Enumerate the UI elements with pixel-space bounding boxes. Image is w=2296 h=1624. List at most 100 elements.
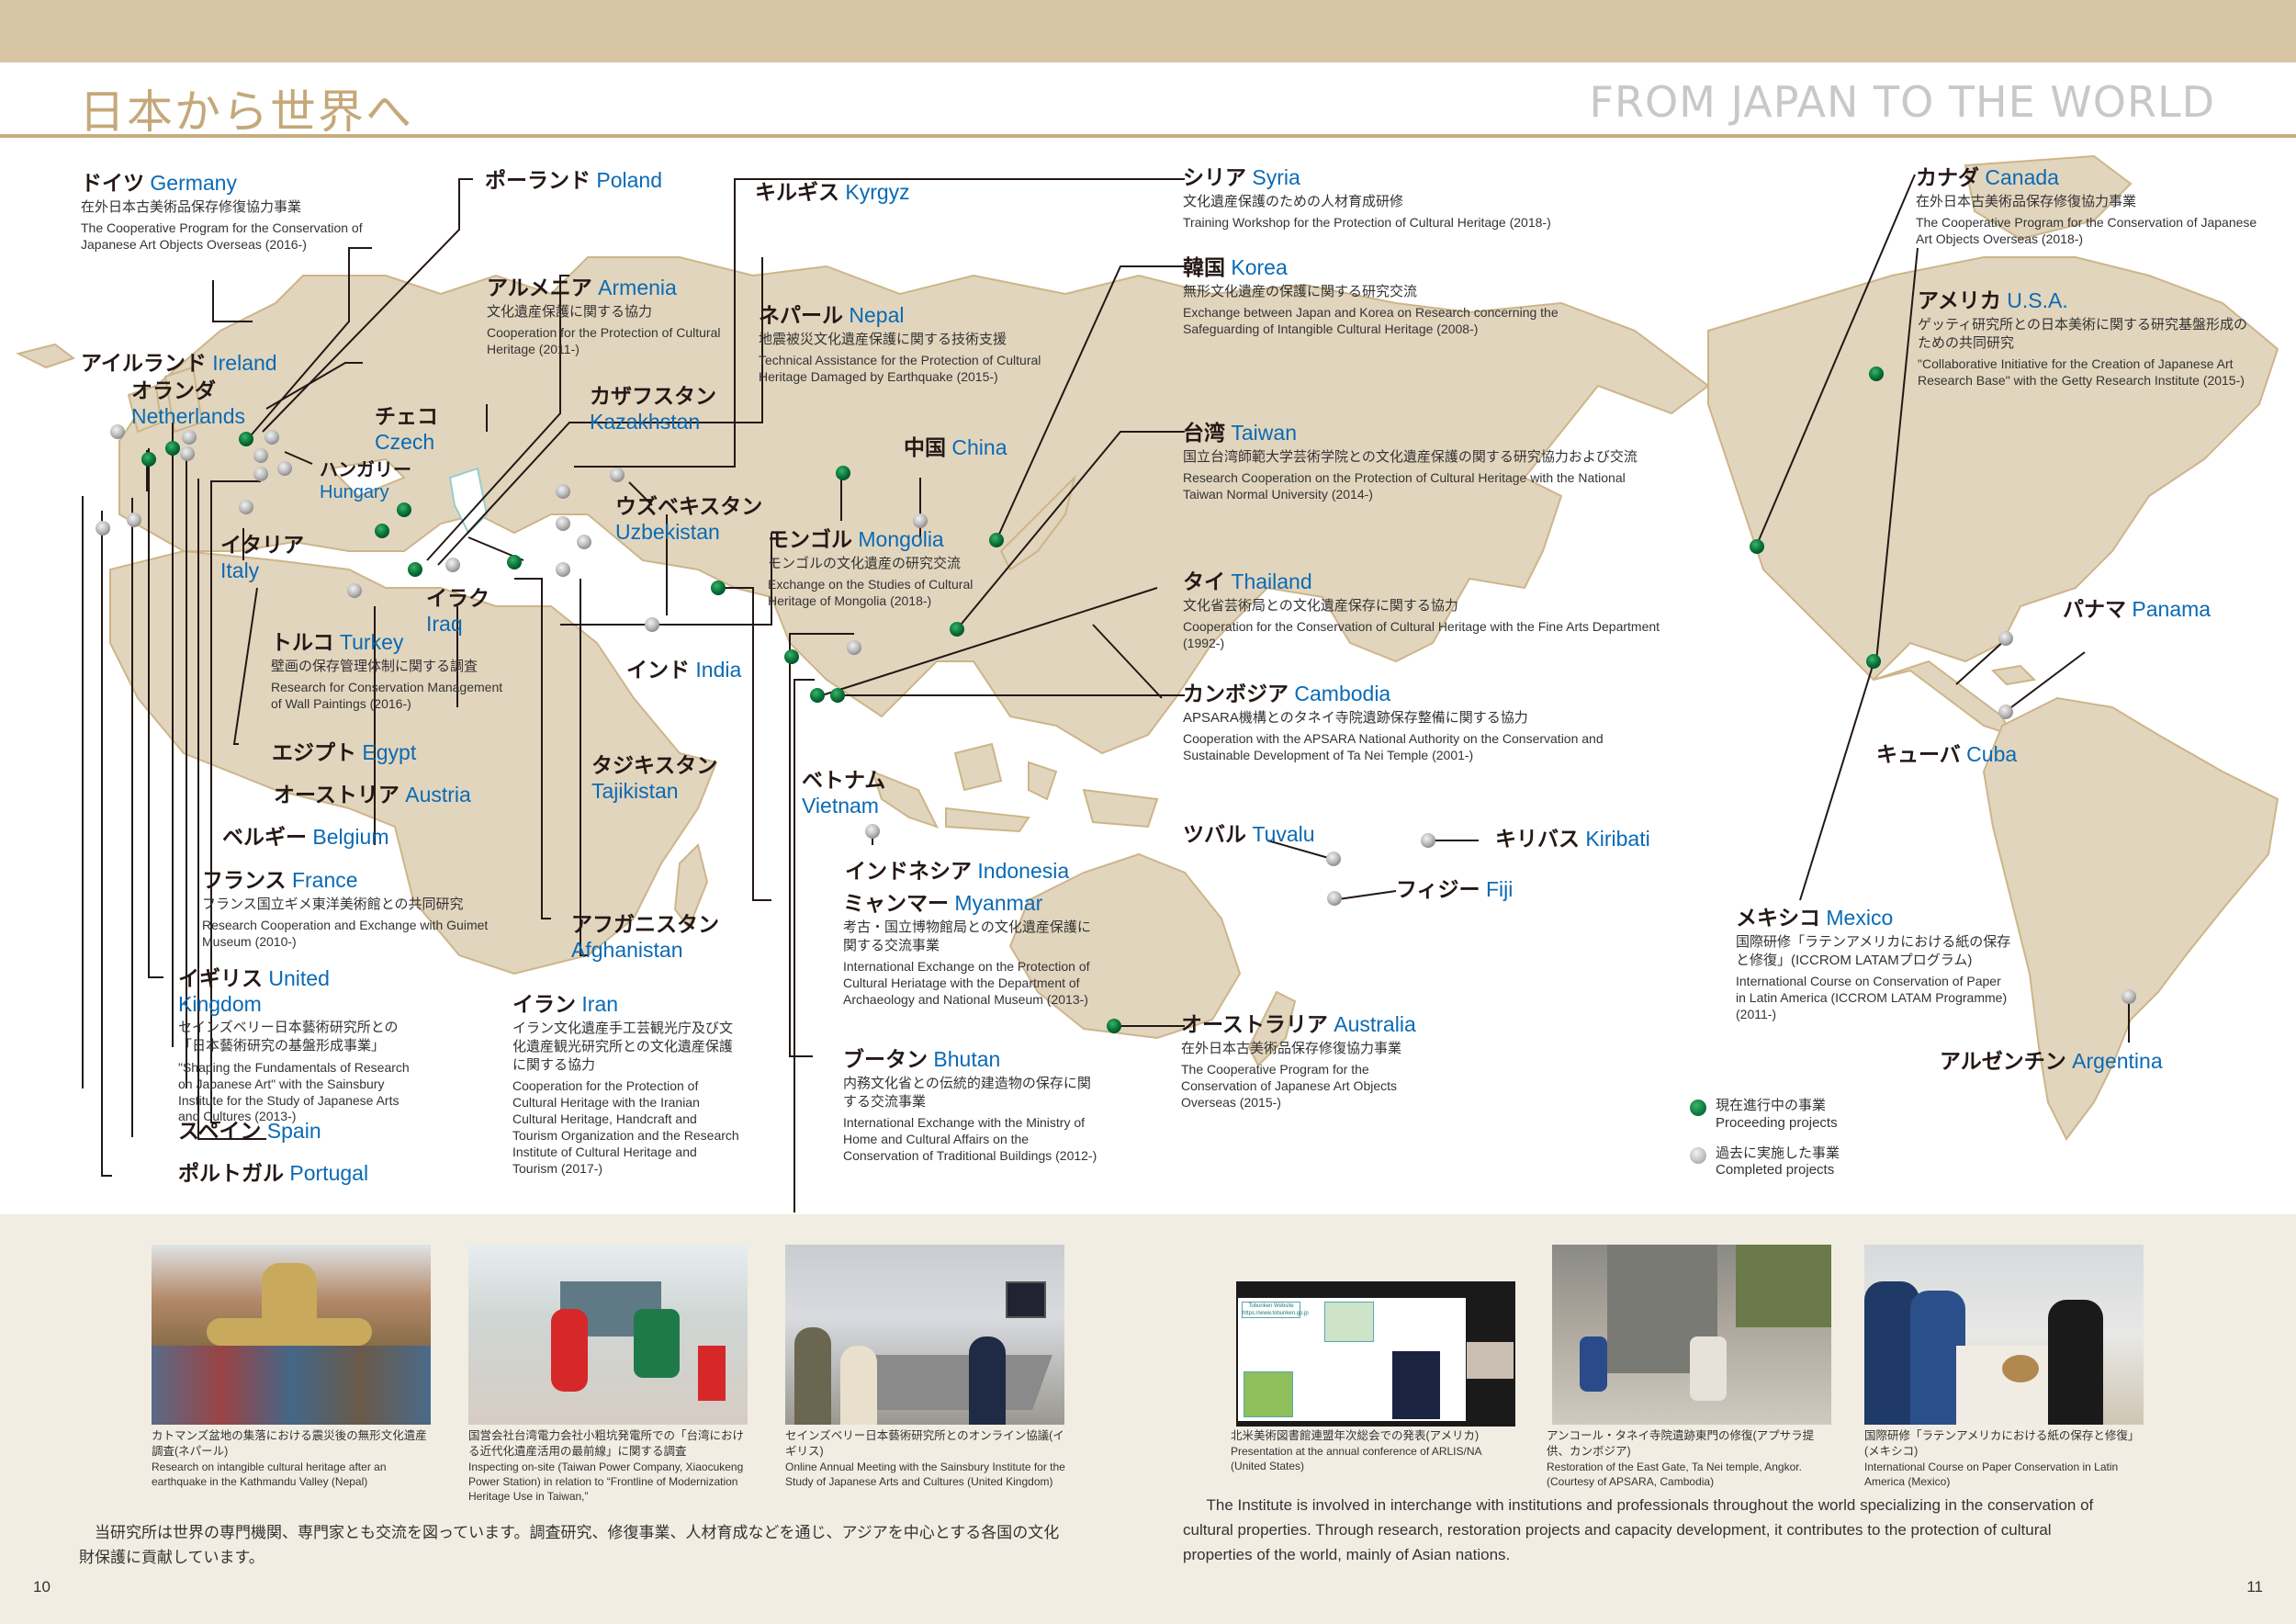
top-color-band xyxy=(0,0,2296,62)
world-map xyxy=(16,154,2279,1212)
marker-iran xyxy=(507,555,522,570)
greenland-landmass xyxy=(1964,154,2133,241)
label-bhutan: ブータン Bhutan 内務文化省との伝統的建造物の保存に関する交流事業 Int… xyxy=(843,1047,1097,1163)
marker-canada xyxy=(1869,367,1884,381)
marker-italy xyxy=(239,500,253,514)
label-argentina: アルゼンチン Argentina xyxy=(1940,1049,2163,1073)
marker-uzbekistan xyxy=(556,516,570,531)
marker-kiribati xyxy=(1421,833,1435,848)
caption-temple: アンコール・タネイ寺院遺跡東門の修復(アプサラ提供、カンボジア)Restorat… xyxy=(1547,1429,1815,1488)
green-dot-icon xyxy=(1690,1100,1706,1116)
label-cuba: キューバ Cuba xyxy=(1876,742,2018,766)
marker-argentina xyxy=(2122,989,2136,1004)
photo-paper-workshop xyxy=(1864,1245,2144,1425)
photo-temple xyxy=(1552,1245,1831,1425)
label-france: フランス France フランス国立ギメ東洋美術館との共同研究 Research… xyxy=(202,868,489,949)
label-australia: オーストラリア Australia 在外日本古美術品保存修復協力事業 The C… xyxy=(1181,1012,1416,1110)
label-canada: カナダ Canada 在外日本古美術品保存修復協力事業 The Cooperat… xyxy=(1916,165,2257,246)
caption-power-station: 国営会社台湾電力会社小粗坑発電所での「台湾における近代化遺産活用の最前線」に関す… xyxy=(468,1429,745,1504)
north-america-landmass xyxy=(1707,256,2279,682)
label-ireland: アイルランド Ireland xyxy=(81,351,277,375)
marker-czech xyxy=(253,448,268,463)
label-panama: パナマ Panama xyxy=(2063,597,2212,621)
marker-australia xyxy=(1107,1019,1121,1033)
marker-taiwan xyxy=(950,622,964,637)
label-turkey: トルコ Turkey 壁画の保存管理体制に関する調査 Research for … xyxy=(271,630,503,711)
caption-nepal: カトマンズ盆地の集落における震災後の無形文化遺産調査(ネパール)Research… xyxy=(152,1429,427,1488)
marker-kyrgyz xyxy=(556,484,570,499)
label-china: 中国 China xyxy=(904,435,1007,459)
marker-vietnam xyxy=(847,640,861,655)
label-usa: アメリカ U.S.A. ゲッティ研究所との日本美術に関する研究基盤形成のための共… xyxy=(1918,288,2247,388)
marker-china xyxy=(913,513,928,528)
marker-hungary xyxy=(277,461,292,476)
new-zealand-landmass xyxy=(1247,990,1297,1067)
marker-kazakhstan xyxy=(577,535,591,549)
central-america-landmass xyxy=(1873,660,2013,737)
header-rule xyxy=(0,134,2296,138)
completed-markers xyxy=(96,424,2136,1004)
marker-austria xyxy=(253,467,268,481)
leader-lines xyxy=(82,174,2130,1212)
africa-landmass xyxy=(109,549,718,976)
label-taiwan: 台湾 Taiwan 国立台湾師範大学芸術学院との文化遺産保護の関する研究協力およ… xyxy=(1183,421,1638,502)
label-kiribati: キリバス Kiribati xyxy=(1495,827,1650,851)
photo-power-station xyxy=(468,1245,748,1425)
page-title-en: FROM JAPAN TO THE WORLD xyxy=(1589,77,2215,127)
marker-afghanistan xyxy=(610,468,625,482)
label-spain: スペイン Spain xyxy=(178,1119,321,1143)
label-austria: オーストリア Austria xyxy=(274,783,471,806)
marker-korea xyxy=(989,533,1004,547)
label-poland: ポーランド Poland xyxy=(485,168,663,192)
photo-meeting xyxy=(785,1245,1064,1425)
label-indonesia: インドネシア Indonesia xyxy=(845,859,1070,883)
label-cambodia: カンボジア Cambodia APSARA機構とのタネイ寺院遺跡保存整備に関する… xyxy=(1183,682,1604,762)
label-thailand: タイ Thailand 文化省芸術局との文化遺産保存に関する協力 Coopera… xyxy=(1183,570,1660,650)
proceeding-markers xyxy=(141,367,1884,1033)
marker-fiji xyxy=(1327,891,1342,906)
marker-armenia xyxy=(408,562,422,577)
marker-mexico xyxy=(1866,654,1881,669)
marker-tuvalu xyxy=(1326,851,1341,866)
caption-meeting: セインズベリー日本藝術研究所とのオンライン協議(イギリス)Online Annu… xyxy=(785,1429,1065,1488)
marker-germany xyxy=(239,432,253,446)
label-germany: ドイツ Germany 在外日本古美術品保存修復協力事業 The Coopera… xyxy=(81,171,363,252)
marker-mongolia xyxy=(836,466,850,480)
marker-india xyxy=(645,617,659,632)
label-iran: イラン Iran イラン文化遺産手工芸観光庁及び文化遺産観光研究所との文化遺産保… xyxy=(512,992,739,1176)
marker-ireland xyxy=(110,424,125,439)
marker-turkey xyxy=(375,524,389,538)
photo-nepal xyxy=(152,1245,431,1425)
marker-poland xyxy=(264,430,279,445)
label-syria: シリア Syria 文化遺産保護のための人材育成研修 Training Work… xyxy=(1183,165,1551,230)
body-text-en: The Institute is involved in interchange… xyxy=(1183,1496,2094,1564)
marker-spain xyxy=(127,513,141,527)
label-tuvalu: ツバル Tuvalu xyxy=(1183,822,1315,846)
eurasia-landmass xyxy=(118,256,1710,755)
marker-uk xyxy=(141,452,156,467)
marker-netherlands xyxy=(182,430,197,445)
label-mexico: メキシコ Mexico 国際研修「ラテンアメリカにおける紙の保存と修復」(ICC… xyxy=(1736,906,2011,1021)
marker-iraq xyxy=(445,558,460,572)
marker-france xyxy=(165,441,180,456)
marker-bhutan-myanmar xyxy=(784,649,799,664)
marker-cambodia xyxy=(830,688,845,703)
label-fiji: フィジー Fiji xyxy=(1396,877,1514,901)
caption-presentation: 北米美術図書館連盟年次総会での発表(アメリカ)Presentation at t… xyxy=(1231,1429,1481,1473)
marker-egypt xyxy=(347,583,362,598)
label-myanmar: ミャンマー Myanmar 考古・国立博物館局との文化遺産保護に関する交流事業 … xyxy=(843,891,1091,1007)
marker-tajikistan xyxy=(556,562,570,577)
label-kyrgyz: キルギス Kyrgyz xyxy=(755,180,910,204)
label-armenia: アルメニア Armenia 文化遺産保護に関する協力 Cooperation f… xyxy=(487,276,721,356)
marker-indonesia xyxy=(865,824,880,839)
label-portugal: ポルトガル Portugal xyxy=(178,1161,369,1185)
australia-landmass xyxy=(1008,852,1242,1040)
label-egypt: エジプト Egypt xyxy=(272,740,417,764)
